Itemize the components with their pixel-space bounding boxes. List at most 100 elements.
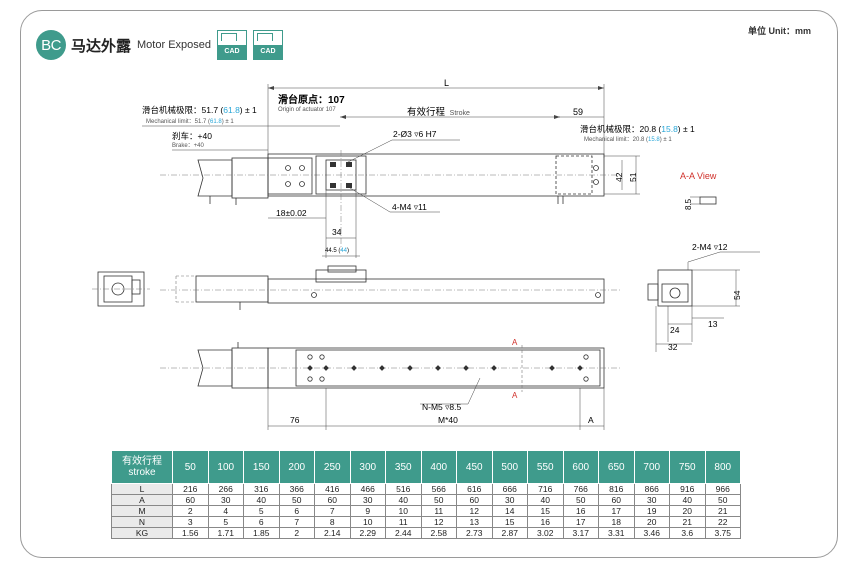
folder-icon: [221, 33, 237, 41]
table-cell: 16: [562, 505, 599, 517]
bottom-view: A A N-M5 ▿8.5 76 M*40 A: [160, 338, 620, 430]
mount-hole: [577, 365, 583, 371]
table-cell: 22: [704, 516, 741, 528]
table-cell: 21: [704, 505, 741, 517]
page-frame: [20, 10, 838, 558]
dim-8-5: 8.5: [684, 198, 693, 210]
table-cell: 7: [278, 516, 315, 528]
table-cell: 5: [243, 505, 280, 517]
stroke-col-header: 700: [633, 450, 670, 484]
title-chinese: 马达外露: [71, 37, 132, 55]
table-cell: 3.6: [669, 527, 706, 539]
table-cell: 50: [562, 494, 599, 506]
stroke-col-header: 800: [704, 450, 741, 484]
table-cell: 18: [598, 516, 635, 528]
row-label: L: [111, 483, 173, 495]
mount-hole: [307, 354, 313, 360]
table-cell: 1.56: [172, 527, 209, 539]
table-cell: 50: [278, 494, 315, 506]
table-cell: 216: [172, 483, 209, 495]
table-cell: 2.58: [420, 527, 457, 539]
table-cell: 20: [669, 505, 706, 517]
origin-label-en: Origin of actuator 107: [278, 107, 336, 113]
dim-44: 44.5 (44): [325, 248, 349, 254]
table-cell: 416: [314, 483, 351, 495]
table-cell: 30: [633, 494, 670, 506]
mount-hole: [549, 365, 555, 371]
table-cell: 716: [527, 483, 564, 495]
mount-hole: [491, 365, 497, 371]
table-cell: 20: [633, 516, 670, 528]
table-cell: 3.31: [598, 527, 635, 539]
brake-label-en: Brake：+40: [172, 143, 205, 149]
mount-hole: [583, 354, 589, 360]
table-cell: 2: [172, 505, 209, 517]
hole-callout-bottom: N-M5 ▿8.5: [422, 402, 461, 412]
table-cell: 17: [598, 505, 635, 517]
table-cell: 40: [243, 494, 280, 506]
cad-3d-button[interactable]: 3D CAD: [253, 30, 283, 60]
table-cell: 6: [278, 505, 315, 517]
table-cell: 816: [598, 483, 635, 495]
mech-limit-left: 滑台机械极限：51.7 (61.8) ± 1: [142, 105, 257, 115]
table-cell: 2.87: [491, 527, 528, 539]
dim-54: 54: [732, 290, 742, 300]
row-label: A: [111, 494, 173, 506]
stroke-label: 有效行程 Stroke: [407, 106, 470, 118]
table-cell: 15: [491, 516, 528, 528]
folder-icon: [257, 33, 273, 41]
table-cell: 30: [349, 494, 386, 506]
table-cell: 766: [562, 483, 599, 495]
table-cell: 3.02: [527, 527, 564, 539]
stroke-col-header: 650: [598, 450, 635, 484]
table-cell: 466: [349, 483, 386, 495]
hole-callout-m4: 4-M4 ▿11: [392, 202, 427, 212]
dim-L: L: [444, 78, 449, 88]
mount-hole: [323, 365, 329, 371]
dim-13: 13: [708, 319, 718, 329]
table-cell: 19: [633, 505, 670, 517]
cad-2d-button[interactable]: 2D CAD: [217, 30, 247, 60]
table-cell: 916: [669, 483, 706, 495]
table-cell: 5: [207, 516, 244, 528]
row-label: M: [111, 505, 173, 517]
mount-hole: [435, 365, 441, 371]
mech-limit-left-en: Mechanical limit：51.7 (61.8) ± 1: [146, 119, 234, 125]
stroke-col-header: 550: [527, 450, 564, 484]
table-cell: 6: [243, 516, 280, 528]
stroke-col-header: 400: [420, 450, 457, 484]
table-cell: 666: [491, 483, 528, 495]
table-cell: 12: [420, 516, 457, 528]
table-cell: 7: [314, 505, 351, 517]
mount-hole: [319, 354, 325, 360]
table-cell: 40: [669, 494, 706, 506]
mount-hole: [379, 365, 385, 371]
hole-callout-side: 2-M4 ▿12: [692, 242, 728, 252]
mount-hole: [307, 365, 313, 371]
dim-32: 32: [668, 342, 678, 352]
table-cell: 1.71: [207, 527, 244, 539]
table-cell: 21: [669, 516, 706, 528]
stroke-col-header: 200: [278, 450, 315, 484]
table-cell: 266: [207, 483, 244, 495]
table-cell: 616: [456, 483, 493, 495]
table-cell: 3: [172, 516, 209, 528]
dim-m40: M*40: [438, 415, 458, 425]
series-badge: BC: [36, 30, 66, 60]
table-cell: 1.85: [243, 527, 280, 539]
table-cell: 15: [527, 505, 564, 517]
header: BC 马达外露 Motor Exposed 2D CAD 3D CAD: [36, 30, 283, 60]
dim-51: 51: [628, 172, 638, 182]
aa-view-label: A-A View: [680, 171, 717, 181]
mount-hole: [463, 365, 469, 371]
table-cell: 40: [385, 494, 422, 506]
table-cell: 3.17: [562, 527, 599, 539]
unit-label: 单位 Unit：mm: [748, 26, 812, 36]
table-cell: 10: [385, 505, 422, 517]
mount-hole: [583, 376, 589, 382]
